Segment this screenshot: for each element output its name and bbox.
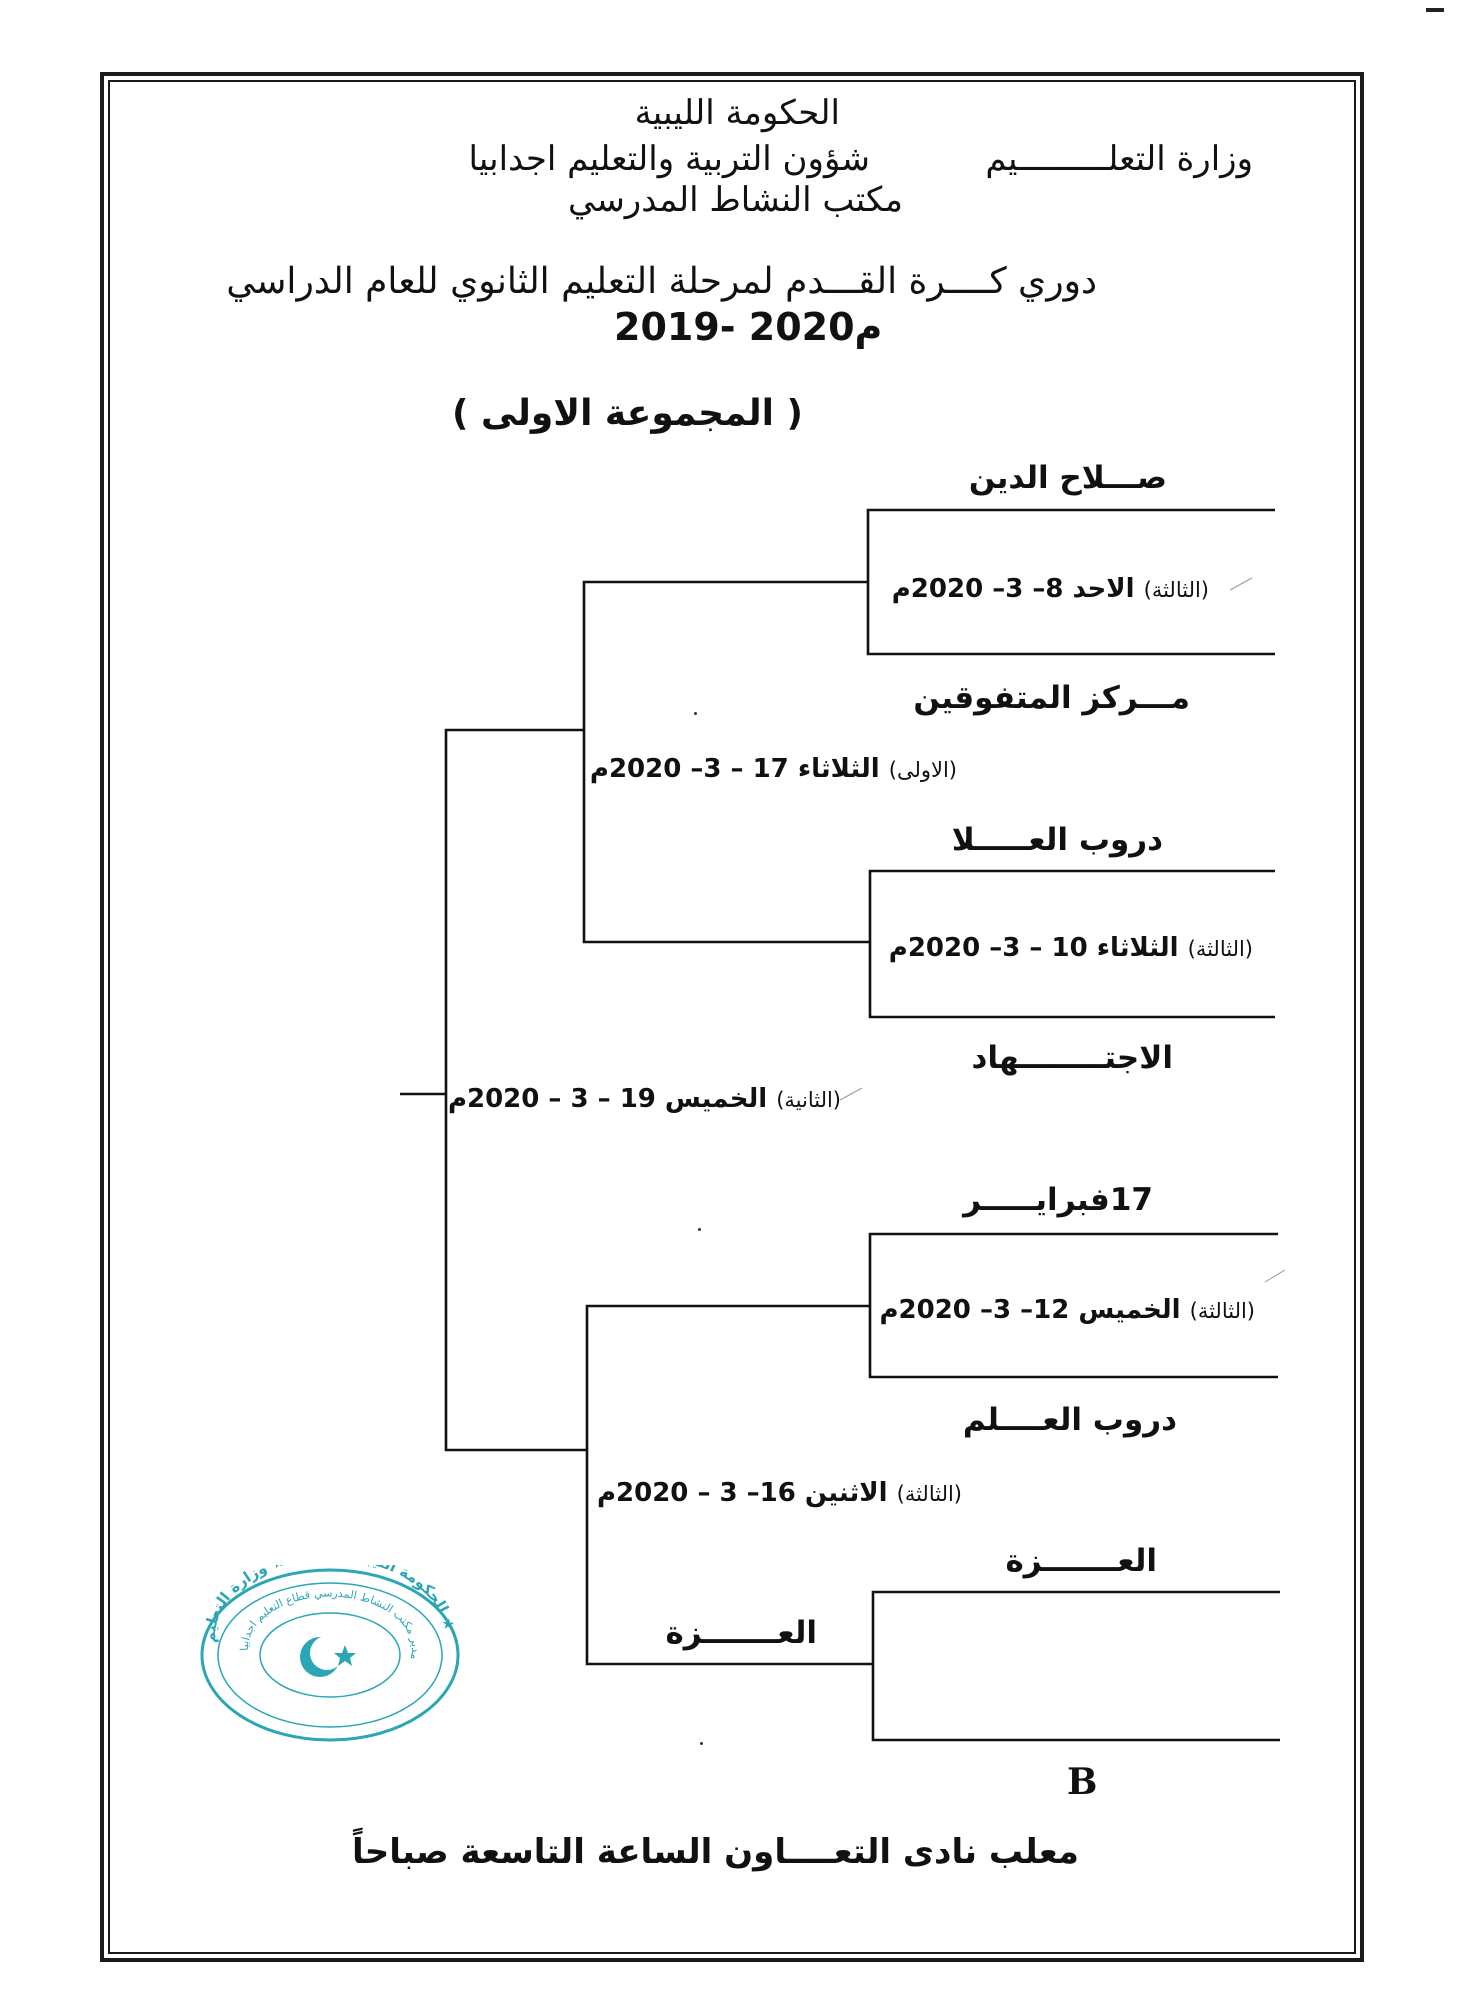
match-6-round: (الثالثة) — [896, 1482, 962, 1506]
tournament-title: دوري كــــرة القـــدم لمرحلة التعليم الث… — [226, 261, 1097, 302]
team-duroob-alula: دروب العـــــلا — [951, 822, 1163, 858]
group-title: ( المجموعة الاولى ) — [451, 393, 803, 434]
page-border-outer — [100, 72, 1364, 1962]
team-17-february: 17فبرايـــــر — [963, 1182, 1153, 1218]
match-3-date: الثلاثاء 10 – 3– 2020م — [888, 933, 1179, 963]
match-4-date: الخميس 19 – 3 – 2020م — [447, 1084, 768, 1114]
page-border-inner — [108, 80, 1356, 1954]
activity-office: مكتب النشاط المدرسي — [567, 180, 903, 220]
team-duroob-alilm: دروب العــــلم — [962, 1402, 1177, 1438]
match-6: (الثالثة) الاثنين 16– 3 – 2020م — [597, 1480, 962, 1506]
match-3: (الثالثة) الثلاثاء 10 – 3– 2020م — [889, 935, 1253, 961]
team-alijtihad: الاجتــــــــهاد — [971, 1040, 1174, 1076]
government-name: الحكومة الليبية — [634, 93, 840, 133]
match-3-round: (الثالثة) — [1187, 937, 1253, 961]
bracket-line-semi-1 — [582, 580, 870, 944]
match-1: (الثالثة) الاحد 8– 3– 2020م — [892, 576, 1209, 602]
venue-time: معلب نادى التعــــاون الساعة التاسعة صبا… — [351, 1832, 1079, 1872]
team-salah-aldin: صـــلاح الدين — [968, 460, 1167, 496]
match-5: (الثالثة) الخميس 12– 3– 2020م — [879, 1297, 1255, 1323]
scan-dot — [694, 712, 697, 715]
scan-dot — [700, 1742, 703, 1745]
scan-dot — [698, 1228, 701, 1231]
education-affairs: شؤون التربية والتعليم اجدابيا — [468, 139, 870, 179]
team-alizza-2: العـــــــزة — [665, 1615, 817, 1651]
match-1-round: (الثالثة) — [1143, 578, 1209, 602]
match-5-round: (الثالثة) — [1189, 1299, 1255, 1323]
match-2-round: (الاولى) — [888, 758, 957, 782]
bracket-line-semi-2 — [585, 1304, 873, 1666]
scan-mark — [1426, 8, 1444, 12]
official-stamp: الحكومة الليبية المؤقتة ★ وزارة التعليم … — [200, 1565, 460, 1742]
team-markaz-almutafawiqin: مـــركز المتفوقين — [913, 680, 1190, 716]
match-1-date: الاحد 8– 3– 2020م — [891, 574, 1135, 604]
crescent-star-icon — [300, 1636, 356, 1677]
ministry-name: وزارة التعلـــــــــيم — [985, 139, 1253, 179]
match-4-round: (الثانية) — [776, 1088, 841, 1112]
team-alizza-1: العـــــــزة — [1005, 1543, 1157, 1579]
match-6-date: الاثنين 16– 3 – 2020م — [596, 1478, 888, 1508]
bracket-label: B — [1067, 1761, 1098, 1803]
bracket-line-pair-2 — [868, 869, 1275, 1019]
svg-text:الحكومة الليبية المؤقتة ★ وزار: الحكومة الليبية المؤقتة ★ وزارة التعليم … — [201, 1565, 459, 1643]
bracket-line-final — [444, 728, 587, 1452]
match-5-date: الخميس 12– 3– 2020م — [879, 1295, 1181, 1325]
match-2-date: الثلاثاء 17 – 3– 2020م — [589, 754, 880, 784]
match-2: (الاولى) الثلاثاء 17 – 3– 2020م — [590, 756, 957, 782]
match-4: (الثانية) الخميس 19 – 3 – 2020م — [448, 1086, 841, 1112]
academic-year: 2019- 2020م — [614, 305, 883, 349]
bracket-line-pair-4 — [871, 1590, 1280, 1742]
